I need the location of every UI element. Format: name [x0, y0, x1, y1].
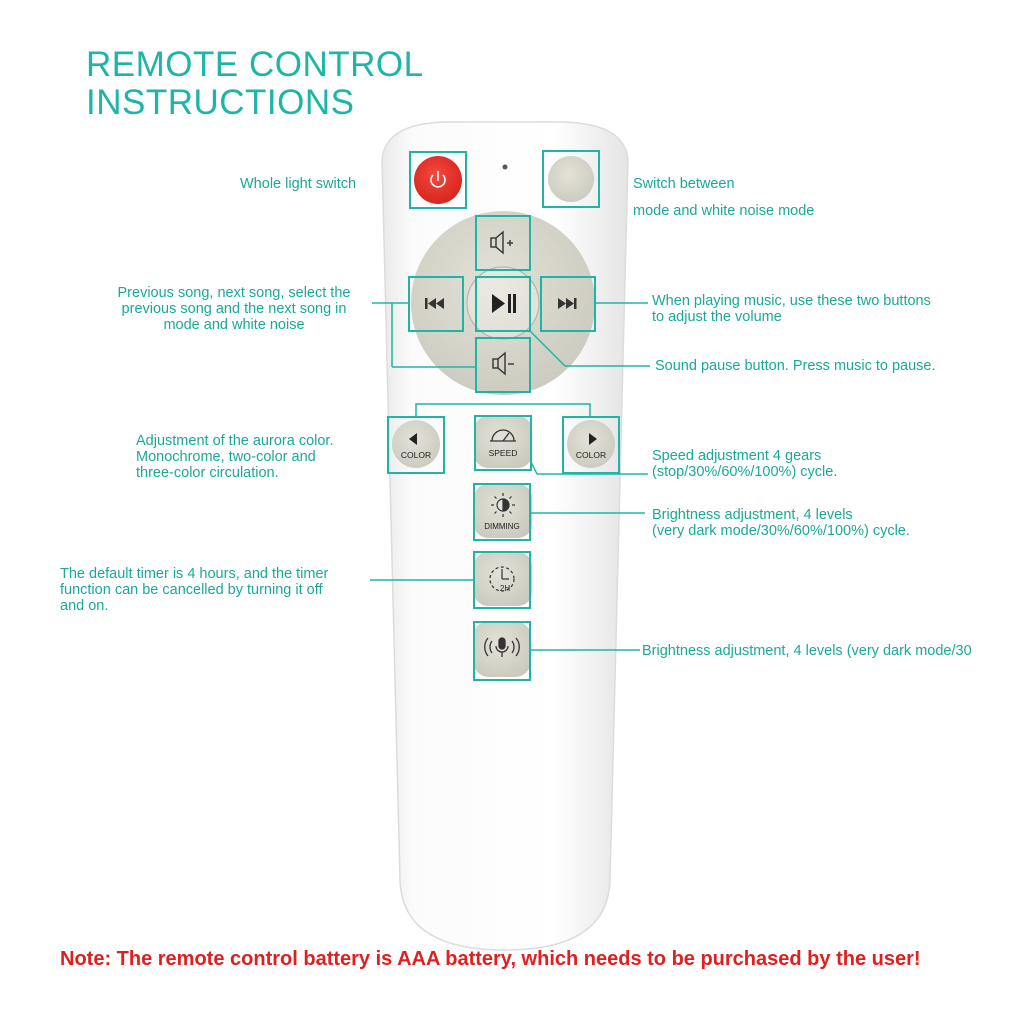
speed-highlight-box — [474, 415, 532, 471]
label-switch-between-line-2: mode and white noise mode — [633, 203, 815, 219]
label-previous-next: Previous song, next song, select the pre… — [117, 285, 351, 333]
color-right-label: COLOR — [576, 450, 606, 460]
timer-label: 2H — [500, 584, 510, 593]
speaker-plus-icon — [490, 230, 513, 255]
dimming-label: DIMMING — [484, 522, 520, 531]
title-line-2: INSTRUCTIONS — [86, 83, 355, 122]
label-brightness-2: Brightness adjustment, 4 levels (very da… — [642, 643, 972, 659]
label-volume: When playing music, use these two button… — [652, 293, 931, 325]
label-brightness: Brightness adjustment, 4 levels (very da… — [652, 507, 910, 539]
power-highlight-box — [409, 151, 467, 209]
next-track-icon — [558, 298, 577, 309]
dimming-highlight-box — [473, 483, 531, 541]
sun-icon — [491, 493, 515, 517]
speaker-minus-icon — [492, 351, 514, 376]
power-icon — [430, 171, 446, 188]
volume-up-highlight-box — [475, 215, 531, 271]
label-speed: Speed adjustment 4 gears (stop/30%/60%/1… — [652, 448, 838, 480]
microphone-sound-icon — [484, 637, 520, 657]
leader-pause — [529, 330, 566, 367]
sound-highlight-box — [473, 621, 531, 681]
arrow-left-icon — [409, 433, 417, 445]
label-timer: The default timer is 4 hours, and the ti… — [60, 566, 329, 614]
color-right-highlight-box — [562, 416, 620, 474]
clock-icon — [489, 566, 515, 592]
speedometer-icon — [490, 429, 516, 442]
previous-track-icon — [425, 298, 444, 309]
page-title: REMOTE CONTROL INSTRUCTIONS — [86, 46, 424, 122]
mode-button-icon — [548, 156, 594, 202]
label-aurora-color: Adjustment of the aurora color. Monochro… — [136, 433, 334, 481]
ir-led — [502, 164, 508, 170]
title-line-1: REMOTE CONTROL — [86, 45, 424, 84]
mode-highlight-box — [542, 150, 600, 208]
leader-speed — [530, 461, 538, 475]
next-highlight-box — [540, 276, 596, 332]
battery-note: Note: The remote control battery is AAA … — [60, 948, 921, 970]
color-connector — [415, 403, 591, 417]
color-right-button — [567, 420, 615, 468]
play-pause-icon — [492, 294, 516, 313]
label-switch-between-line-1: Switch between — [633, 176, 735, 192]
speed-label: SPEED — [489, 448, 518, 458]
label-whole-light-switch: Whole light switch — [240, 176, 357, 192]
play-pause-highlight-box — [475, 276, 531, 332]
speed-button — [474, 416, 532, 468]
volume-down-highlight-box — [475, 337, 531, 393]
arrow-right-icon — [589, 433, 597, 445]
previous-highlight-box — [408, 276, 464, 332]
color-left-label: COLOR — [401, 450, 431, 460]
label-pause: Sound pause button. Press music to pause… — [655, 358, 936, 374]
